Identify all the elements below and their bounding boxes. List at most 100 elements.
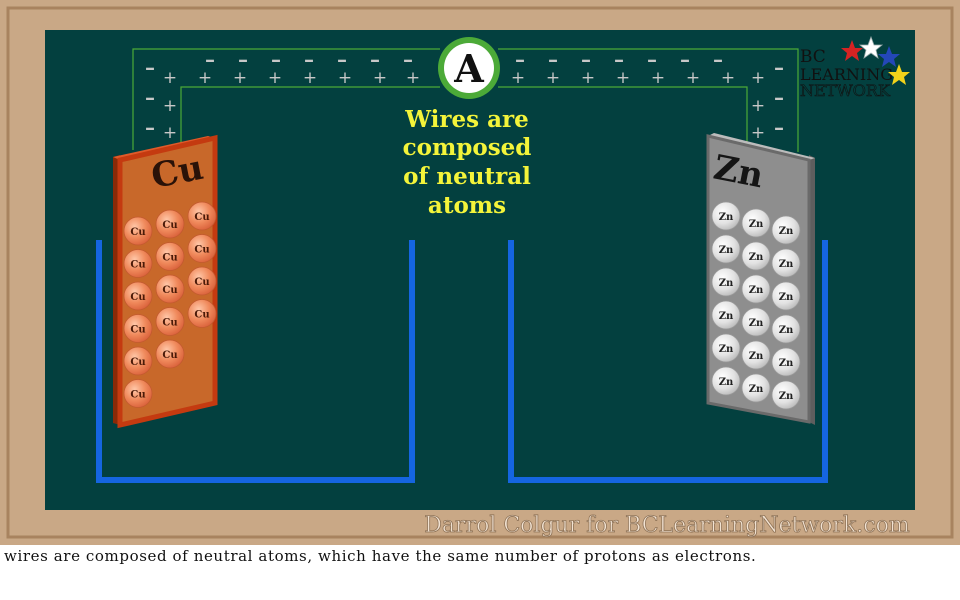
negative-charge: – <box>774 115 784 139</box>
positive-charge: + <box>198 68 212 88</box>
negative-charge: – <box>515 47 525 71</box>
atom-label: Zn <box>719 245 734 256</box>
negative-charge: – <box>774 55 784 79</box>
atom <box>187 234 217 263</box>
board-frame-inner-edge <box>6 6 954 539</box>
atom-label: Cu <box>162 253 177 264</box>
atom-label: Zn <box>719 344 734 355</box>
negative-charge: – <box>145 115 155 139</box>
negative-charge: – <box>337 47 347 71</box>
logo-star-yellow-icon <box>888 64 910 85</box>
positive-charge: + <box>751 96 765 116</box>
positive-charge: + <box>406 68 420 88</box>
positive-charge: + <box>511 68 525 88</box>
bc-learning-network-logo: BC LEARNING NETWORK <box>800 35 910 100</box>
atom <box>711 333 741 363</box>
atom-label: Zn <box>719 278 734 289</box>
atom-label: Cu <box>162 318 177 329</box>
caption: wires are composed of neutral atoms, whi… <box>4 547 757 565</box>
atom <box>741 340 771 370</box>
atom-label: Zn <box>779 391 794 402</box>
negative-charge: – <box>581 47 591 71</box>
right-beaker <box>508 240 828 483</box>
right-wire-outer <box>498 48 799 152</box>
logo-line-2: LEARNING <box>800 65 893 84</box>
atom <box>711 300 741 330</box>
headline: Wires are composed of neutral atoms <box>403 106 532 219</box>
negative-charge: – <box>774 85 784 109</box>
zinc-plate-top <box>708 133 815 160</box>
atom <box>187 201 217 231</box>
wire-circuit <box>132 48 799 152</box>
diagram-canvas: ––––––––––––––––––––++++++++++++++++++++… <box>0 0 960 545</box>
atom-label: Zn <box>749 351 764 362</box>
atom <box>741 307 771 337</box>
atom-label: Zn <box>779 259 794 270</box>
headline-line-4: atoms <box>428 192 506 219</box>
atom-label: Zn <box>779 325 794 336</box>
atom <box>187 266 217 296</box>
atom <box>155 307 185 336</box>
atom <box>187 299 217 328</box>
atom <box>771 347 801 377</box>
atom <box>771 281 801 311</box>
atom-label: Cu <box>194 277 209 288</box>
atom-label: Zn <box>719 311 734 322</box>
positive-charge: + <box>163 68 177 88</box>
atom <box>123 281 153 311</box>
atom-label: Zn <box>719 212 734 223</box>
positive-charge: + <box>373 68 387 88</box>
negative-charge: – <box>238 47 248 71</box>
negative-charge: – <box>647 47 657 71</box>
positive-charge: + <box>163 123 177 143</box>
headline-line-1: Wires are <box>404 106 529 133</box>
atom <box>155 209 185 239</box>
atom <box>741 373 771 403</box>
atom-label: Cu <box>130 390 145 401</box>
headline-line-3: of neutral <box>403 163 531 190</box>
zinc-label: Zn <box>710 148 766 197</box>
atom-label: Cu <box>194 310 209 321</box>
atom-label: Cu <box>130 325 145 336</box>
negative-charge: – <box>145 55 155 79</box>
atom <box>123 379 153 408</box>
atom-label: Cu <box>130 227 145 238</box>
atom-label: Cu <box>162 350 177 361</box>
atom-label: Cu <box>194 212 209 223</box>
atom-label: Cu <box>194 245 209 256</box>
atom <box>711 267 741 297</box>
negative-charge: – <box>205 47 215 71</box>
negative-charge: – <box>370 47 380 71</box>
atom <box>771 314 801 344</box>
atom <box>123 314 153 343</box>
positive-charge: + <box>686 68 700 88</box>
positive-charge: + <box>651 68 665 88</box>
headline-line-2: composed <box>403 134 532 161</box>
atom-label: Zn <box>779 226 794 237</box>
positive-charge: + <box>163 96 177 116</box>
wire-charges: ––––––––––––––––––––++++++++++++++++++++ <box>145 47 784 143</box>
atom <box>123 216 153 246</box>
left-beaker <box>96 240 415 483</box>
atom-label: Zn <box>749 219 764 230</box>
atom <box>771 215 801 245</box>
atom-label: Zn <box>749 252 764 263</box>
atom-label: Cu <box>162 220 177 231</box>
atom <box>155 274 185 304</box>
atom-label: Cu <box>162 285 177 296</box>
atom-label: Zn <box>719 377 734 388</box>
positive-charge: + <box>233 68 247 88</box>
ammeter: A <box>438 37 500 99</box>
credit-text: Darrol Colgur for BCLearningNetwork.com <box>424 513 910 538</box>
atom <box>771 248 801 278</box>
atom <box>741 208 771 238</box>
ammeter-label: A <box>453 46 484 91</box>
atom-label: Cu <box>130 260 145 271</box>
positive-charge: + <box>268 68 282 88</box>
negative-charge: – <box>145 85 155 109</box>
atom <box>711 201 741 231</box>
negative-charge: – <box>713 47 723 71</box>
